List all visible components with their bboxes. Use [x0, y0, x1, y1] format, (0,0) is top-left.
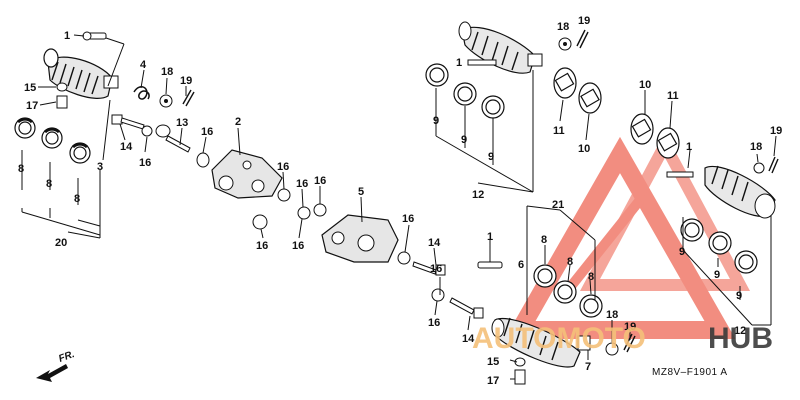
callout: 6 [518, 259, 524, 271]
callout: 14 [428, 237, 441, 249]
callout: 8 [74, 193, 80, 205]
callout: 18 [161, 66, 173, 78]
right-side-footpeg [666, 156, 779, 274]
callout: 16 [139, 157, 151, 169]
callout: 8 [18, 163, 24, 175]
callout: 18 [750, 141, 762, 153]
callout: 7 [585, 361, 591, 373]
callout: 9 [736, 290, 742, 302]
callout: 1 [64, 30, 70, 42]
callout: 16 [256, 240, 268, 252]
callout: 10 [639, 79, 651, 91]
callout: 19 [624, 321, 636, 333]
watermark-logo [504, 132, 751, 339]
callout: 11 [553, 125, 565, 137]
callout: 1 [686, 141, 692, 153]
callout: 16 [402, 213, 414, 225]
right-front-footpeg [477, 261, 636, 385]
bolts-center-right [412, 261, 484, 319]
callout: 8 [567, 256, 573, 268]
watermark-word-hub: HUB [708, 322, 773, 355]
diagram-code: MZ8V–F1901 A [652, 367, 727, 378]
callout: 8 [588, 271, 594, 283]
callout: 16 [314, 175, 326, 187]
leader-lines [21, 34, 777, 380]
callout: 17 [26, 100, 38, 112]
callout: 16 [428, 317, 440, 329]
callout: 9 [461, 134, 467, 146]
callout: 8 [541, 234, 547, 246]
callout: 10 [578, 143, 590, 155]
callout: 8 [46, 178, 52, 190]
callout: 19 [770, 125, 782, 137]
callout: 19 [180, 75, 192, 87]
callout: 2 [235, 116, 241, 128]
watermark-word-automoto: AUTOMOTO [472, 322, 646, 355]
left-front-footpeg [14, 31, 195, 164]
callout: 4 [140, 59, 147, 71]
callout: 9 [714, 269, 720, 281]
callout: 12 [472, 189, 484, 201]
callout: 16 [277, 161, 289, 173]
callout: 18 [606, 309, 618, 321]
watermark-text: AUTOMOTO HUB [472, 322, 773, 355]
callout: 21 [552, 199, 564, 211]
callout: 20 [55, 237, 67, 249]
callout: 12 [734, 325, 746, 337]
bracket-5 [321, 214, 411, 265]
callout: 9 [679, 246, 685, 258]
callout: 3 [97, 161, 103, 173]
callout: 19 [578, 15, 590, 27]
callout: 15 [487, 356, 499, 368]
callout: 18 [557, 21, 569, 33]
right-rear-footpeg [425, 21, 680, 159]
bolts-center-left [111, 114, 191, 153]
callout: 9 [433, 115, 439, 127]
front-direction-arrow: FR. [36, 349, 76, 382]
callout: 13 [176, 117, 188, 129]
bracket-2 [196, 149, 327, 230]
front-label: FR. [57, 349, 76, 365]
callout: 1 [487, 231, 493, 243]
callout: 15 [24, 82, 36, 94]
callout: 16 [201, 126, 213, 138]
callout: 16 [296, 178, 308, 190]
callout: 1 [456, 57, 462, 69]
callout-labels: 1 4 18 19 15 17 8 8 8 3 20 14 16 13 16 2… [18, 15, 782, 387]
callout: 5 [358, 186, 364, 198]
callout: 14 [120, 141, 133, 153]
callout: 16 [292, 240, 304, 252]
callout: 17 [487, 375, 499, 387]
callout: 11 [667, 90, 679, 102]
callout: 14 [462, 333, 475, 345]
callout: 16 [430, 263, 442, 275]
callout: 9 [488, 151, 494, 163]
